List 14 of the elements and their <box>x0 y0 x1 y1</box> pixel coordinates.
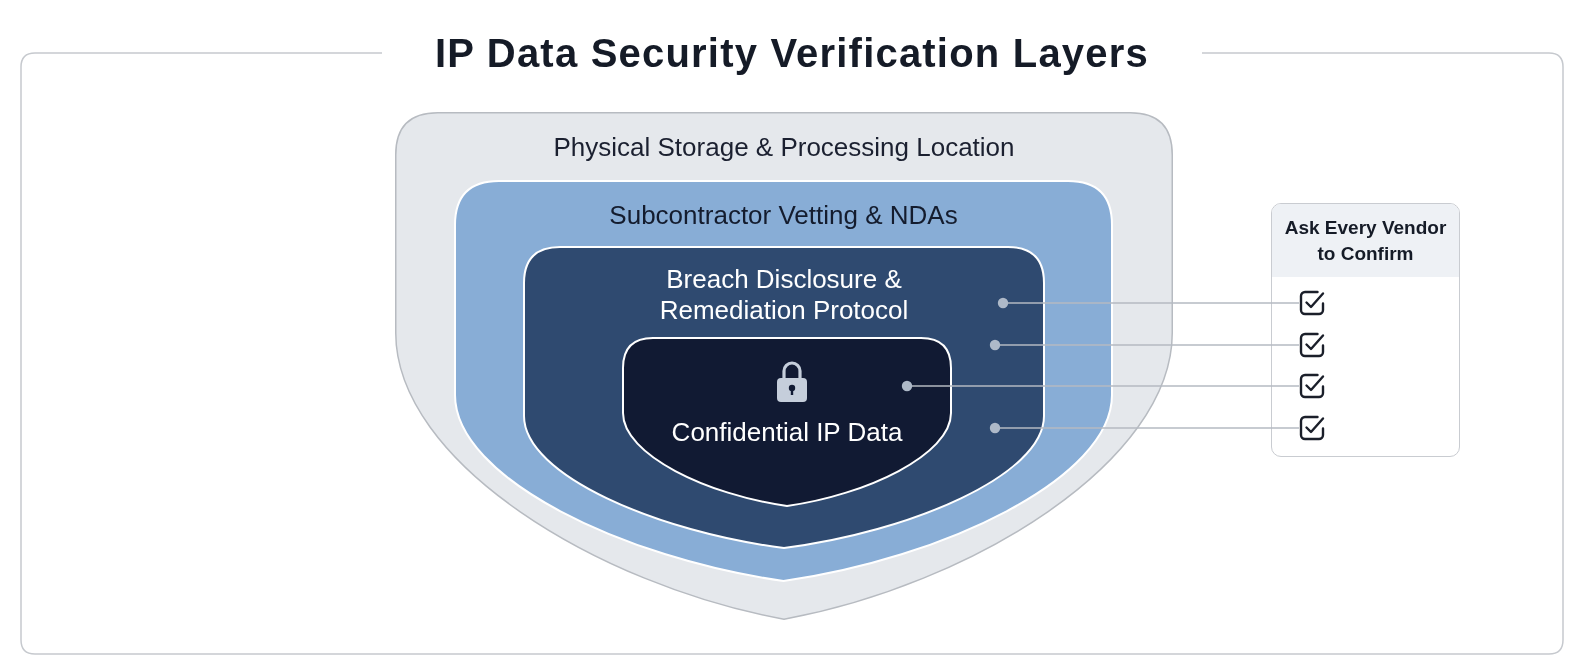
layer-label: Physical Storage & Processing Location <box>553 132 1015 162</box>
layer-label: Breach Disclosure & Remediation Protocol <box>658 264 910 326</box>
layer-label: Confidential IP Data <box>671 417 903 447</box>
leader-line <box>901 380 1300 392</box>
leader-line <box>989 422 1300 434</box>
checkbox-icon <box>1299 415 1325 441</box>
checkbox-icon <box>1299 290 1325 316</box>
diagram-title: IP Data Security Verification Layers <box>435 30 1149 76</box>
checkbox-icon <box>1299 332 1325 358</box>
leader-line <box>997 297 1300 309</box>
checkbox-icon <box>1299 373 1325 399</box>
panel-heading: Ask Every Vendor to Confirm <box>1272 204 1459 277</box>
checklist-panel <box>1271 203 1460 457</box>
layer-label: Subcontractor Vetting & NDAs <box>609 200 958 230</box>
